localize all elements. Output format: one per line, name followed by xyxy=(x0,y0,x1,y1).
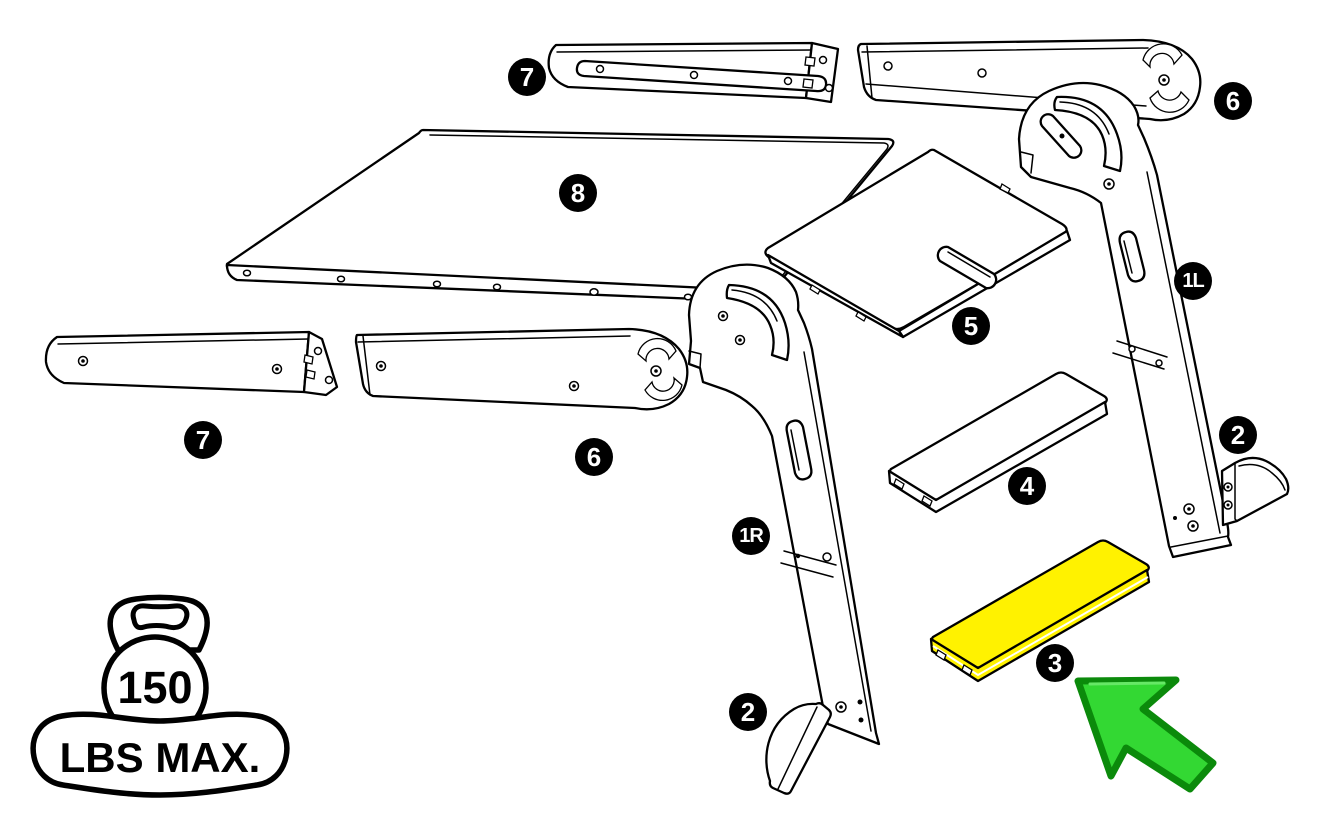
part-top-rail-7 xyxy=(547,41,840,104)
part-left-rail-7 xyxy=(44,330,339,397)
badge-foot-2-right: 2 xyxy=(1219,416,1257,454)
badge-top-rail-6: 6 xyxy=(1214,82,1252,120)
weight-limit-icon: 150 LBS MAX. xyxy=(30,594,290,798)
badge-foot-2-bottom: 2 xyxy=(729,693,767,731)
part-panel-5 xyxy=(764,148,1072,339)
weight-limit-value: 150 xyxy=(117,662,192,713)
badge-panel-5: 5 xyxy=(952,307,990,345)
badge-leg-1l: 1L xyxy=(1174,262,1212,300)
badge-top-rail-7: 7 xyxy=(508,58,546,96)
part-leg-1l xyxy=(1017,81,1233,559)
part-shelf-4 xyxy=(887,371,1109,514)
badge-leg-1r: 1R xyxy=(732,517,770,555)
part-foot-2-bottom xyxy=(765,702,832,795)
badge-shelf-3: 3 xyxy=(1036,644,1074,682)
part-leg-1r xyxy=(687,263,881,746)
badge-shelf-4: 4 xyxy=(1008,467,1046,505)
part-left-rail-6 xyxy=(354,327,689,411)
part-desktop-8 xyxy=(225,128,895,304)
badge-left-rail-6: 6 xyxy=(575,438,613,476)
badge-desktop-8: 8 xyxy=(559,174,597,212)
badge-left-rail-7: 7 xyxy=(184,421,222,459)
callout-arrow xyxy=(1074,676,1217,793)
weight-limit-banner xyxy=(30,711,290,798)
part-shelf-3-highlighted xyxy=(929,539,1151,683)
weight-limit-unit: LBS MAX. xyxy=(60,734,261,781)
part-foot-2-right xyxy=(1220,456,1290,527)
